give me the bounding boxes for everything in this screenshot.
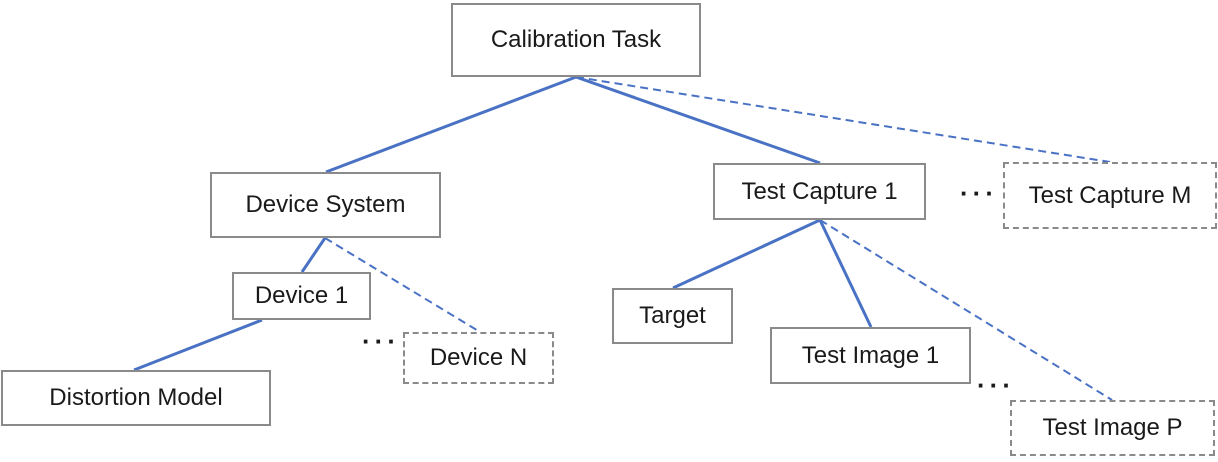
ellipsis-test-images: ···	[977, 370, 1015, 400]
node-test-capture-m: Test Capture M	[1003, 162, 1217, 229]
edge-test-capture-1-to-target	[672, 218, 821, 290]
edge-test-capture-1-to-test-image-1	[818, 219, 873, 328]
node-test-capture-1: Test Capture 1	[713, 163, 926, 220]
node-device-system: Device System	[210, 172, 441, 238]
ellipsis-test-captures: ···	[960, 178, 998, 208]
node-distortion-model: Distortion Model	[1, 370, 271, 426]
node-device-n: Device N	[403, 332, 554, 384]
node-device-1: Device 1	[232, 272, 371, 320]
edge-calibration-task-to-test-capture-1	[575, 75, 821, 165]
edge-calibration-task-to-test-capture-m	[575, 76, 1111, 163]
edge-device-1-to-distortion-model	[133, 318, 263, 372]
edge-calibration-task-to-device-system	[325, 75, 577, 174]
ellipsis-devices: ···	[362, 326, 400, 356]
edge-test-capture-1-to-test-image-p	[819, 219, 1113, 401]
node-test-image-p: Test Image P	[1010, 400, 1215, 456]
node-target: Target	[612, 288, 733, 344]
node-test-image-1: Test Image 1	[770, 327, 971, 384]
node-calibration-task: Calibration Task	[451, 3, 701, 77]
edge-device-system-to-device-n	[324, 237, 481, 333]
edge-device-system-to-device-1	[300, 237, 327, 273]
